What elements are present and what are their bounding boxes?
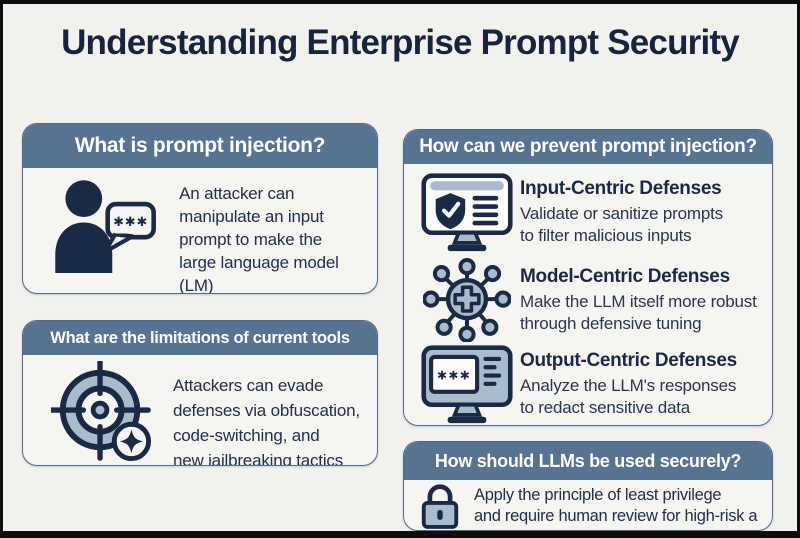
lock-icon: [421, 484, 459, 529]
card-limitations: What are the limitations of current tool…: [22, 320, 378, 466]
card-prevention-header: How can we prevent prompt injection?: [404, 130, 772, 164]
prevention-item-model: Model-Centric Defenses Make the LLM itse…: [404, 256, 772, 344]
card-prevention-body: Input-Centric Defenses Validate or sanit…: [404, 164, 772, 424]
card-secure-use: How should LLMs be used securely? Apply …: [403, 441, 773, 531]
card-prompt-injection-body: ✱✱✱ An attacker can manipulate an input …: [23, 168, 377, 294]
card-limitations-body: Attackers can evade defenses via obfusca…: [23, 355, 377, 466]
secure-use-text: Apply the principle of least privilege a…: [474, 486, 758, 525]
card-secure-use-header: How should LLMs be used securely?: [404, 442, 772, 480]
input-centric-title: Input-Centric Defenses: [520, 177, 722, 199]
frame-border-bottom: [0, 531, 800, 538]
prevention-item-input: Input-Centric Defenses Validate or sanit…: [404, 168, 772, 256]
bubble-asterisks: ✱✱✱: [113, 214, 148, 229]
card-secure-use-body: Apply the principle of least privilege a…: [404, 480, 772, 530]
page-title: Understanding Enterprise Prompt Security: [61, 23, 740, 62]
frame-border-right: [797, 0, 800, 538]
output-centric-title: Output-Centric Defenses: [520, 349, 737, 371]
prompt-injection-text: An attacker can manipulate an input prom…: [179, 184, 339, 294]
target-crosshair-icon: [51, 361, 152, 462]
monitor-asterisks-icon: ✱✱✱: [421, 344, 513, 423]
monitor-shield-icon: [421, 172, 513, 251]
limitations-text: Attackers can evade defenses via obfusca…: [173, 376, 360, 466]
model-centric-desc: Make the LLM itself more robust through …: [520, 291, 757, 333]
card-prompt-injection-header: What is prompt injection?: [23, 124, 377, 168]
frame-border-left: [0, 0, 3, 538]
card-prevention: How can we prevent prompt injection?: [403, 129, 773, 426]
network-hub-icon: [423, 258, 511, 342]
frame-border-top: [0, 0, 800, 4]
screen-asterisks: ✱✱✱: [437, 368, 471, 382]
model-centric-title: Model-Centric Defenses: [520, 265, 730, 287]
card-prompt-injection: What is prompt injection? ✱✱✱ An attacke…: [22, 123, 378, 294]
output-centric-desc: Analyze the LLM's responses to redact se…: [520, 375, 737, 417]
card-limitations-header: What are the limitations of current tool…: [23, 321, 377, 355]
person-speech-bubble-icon: ✱✱✱: [55, 180, 156, 274]
input-centric-desc: Validate or sanitize prompts to filter m…: [520, 203, 723, 245]
prevention-item-output: ✱✱✱ Output-Centric Defenses Analyze the: [404, 344, 772, 424]
